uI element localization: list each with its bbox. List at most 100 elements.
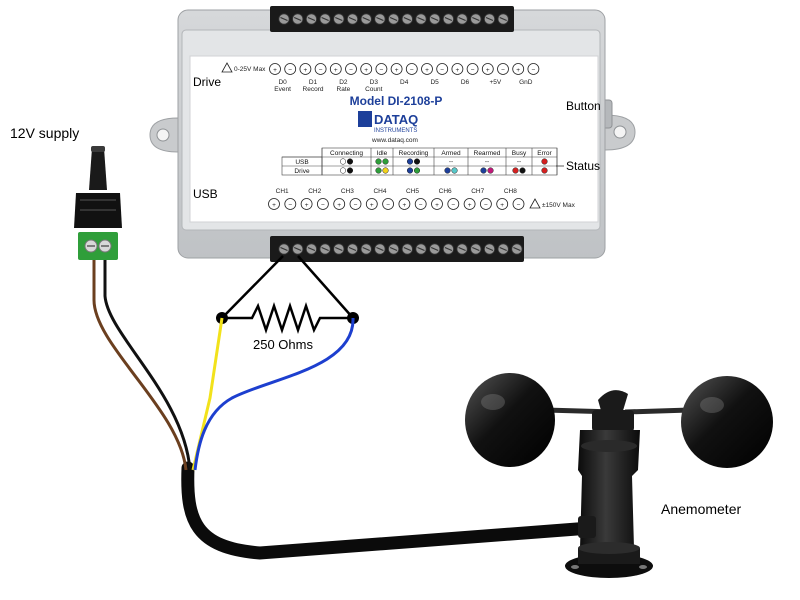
black-power-wire — [103, 260, 192, 471]
channel-polarity: + — [337, 202, 341, 209]
port-polarity: + — [456, 67, 460, 74]
port-terminal — [527, 63, 540, 75]
status-column-header: Idle — [377, 150, 388, 157]
jack-barrel — [89, 148, 107, 190]
channel-label: CH1 — [276, 188, 289, 195]
channel-label: CH4 — [373, 188, 386, 195]
channel-polarity: + — [468, 202, 472, 209]
port-label: D3 — [370, 79, 379, 86]
status-led — [339, 167, 347, 174]
data-logger-device: +−+−+−+−+−+−+−+−+−D0EventD1RecordD2RateD… — [149, 6, 636, 262]
channel-terminal — [349, 198, 362, 210]
port-function: Rate — [337, 86, 351, 93]
port-terminal — [451, 63, 464, 75]
bottom-voltage-rating: ±150V Max — [542, 202, 576, 209]
anemometer-label: Anemometer — [661, 501, 741, 517]
port-function: Event — [274, 86, 291, 93]
channel-polarity: + — [305, 202, 309, 209]
channel-terminal — [414, 198, 427, 210]
top-terminal-block — [270, 6, 514, 32]
yellow-wire — [191, 317, 224, 471]
wire-to-right-node — [297, 255, 354, 319]
dataq-logo-mark — [358, 111, 372, 127]
status-column-header: Error — [537, 150, 552, 157]
channel-terminal — [398, 198, 411, 210]
device-label — [189, 55, 599, 223]
status-led — [413, 158, 421, 165]
channel-polarity: − — [419, 202, 423, 209]
port-polarity: + — [395, 67, 399, 74]
status-led — [339, 158, 347, 165]
port-polarity: + — [425, 67, 429, 74]
anemometer: Anemometer — [465, 373, 773, 578]
channel-terminal — [463, 198, 476, 210]
top-voltage-rating: 0-25V Max — [234, 66, 266, 73]
status-led — [406, 158, 414, 165]
port-terminal — [360, 63, 373, 75]
brown-wire — [92, 260, 188, 471]
port-label: D1 — [309, 79, 318, 86]
port-terminal — [481, 63, 494, 75]
left-mount-hole — [156, 128, 170, 142]
jack-terminal-block — [78, 232, 118, 260]
status-led — [444, 167, 451, 174]
status-label: Status — [566, 159, 600, 173]
channel-terminal — [431, 198, 443, 210]
status-led — [406, 167, 414, 174]
channel-polarity: + — [500, 202, 504, 209]
anemometer-cup-left — [465, 373, 555, 467]
channel-terminal — [382, 198, 395, 210]
port-polarity: + — [516, 67, 520, 74]
port-polarity: − — [532, 67, 536, 74]
channel-polarity: + — [403, 202, 407, 209]
channel-terminal — [268, 198, 280, 210]
port-terminal — [375, 63, 388, 75]
resistor-circuit: 250 Ohms — [216, 255, 359, 352]
channel-terminal — [333, 198, 346, 210]
status-row-label: Drive — [294, 168, 310, 175]
status-led — [541, 167, 548, 174]
usb-label: USB — [193, 187, 218, 201]
channel-polarity: − — [451, 202, 455, 209]
port-label: +5V — [490, 79, 502, 86]
status-led — [375, 158, 382, 165]
channel-polarity: − — [386, 202, 390, 209]
status-led — [382, 158, 389, 165]
button-label: Button — [566, 99, 601, 113]
port-terminal — [299, 63, 312, 75]
port-polarity: − — [319, 67, 323, 74]
port-polarity: + — [273, 67, 277, 74]
status-led — [346, 158, 354, 165]
port-polarity: + — [364, 67, 368, 74]
port-terminal — [314, 63, 327, 75]
port-label: D2 — [339, 79, 348, 86]
warning-icon — [221, 62, 233, 73]
status-led — [480, 167, 487, 174]
port-polarity: − — [288, 67, 292, 74]
channel-polarity: + — [435, 202, 439, 209]
channel-terminal — [479, 198, 492, 210]
port-polarity: + — [334, 67, 338, 74]
warning-icon-2 — [529, 198, 541, 209]
channel-label: CH6 — [439, 188, 452, 195]
bottom-terminal-block — [270, 236, 524, 262]
cables — [92, 260, 597, 560]
port-label: D6 — [461, 79, 470, 86]
status-row-label: USB — [295, 159, 308, 166]
anemometer-cable — [181, 461, 597, 560]
port-terminal — [436, 63, 449, 75]
supply-label: 12V supply — [10, 125, 79, 141]
status-dash: -- — [517, 159, 521, 166]
resistor-label: 250 Ohms — [253, 337, 313, 352]
anemometer-cup-right — [681, 376, 773, 468]
port-terminal — [466, 63, 479, 75]
port-label: D0 — [278, 79, 287, 86]
channel-label: CH3 — [341, 188, 354, 195]
channel-terminal — [496, 198, 509, 210]
dataq-logo-sub: INSTRUMENTS — [374, 128, 417, 134]
port-label: D4 — [400, 79, 409, 86]
drive-label: Drive — [193, 75, 221, 89]
dataq-logo-text: DATAQ — [374, 112, 418, 127]
port-polarity: − — [349, 67, 353, 74]
